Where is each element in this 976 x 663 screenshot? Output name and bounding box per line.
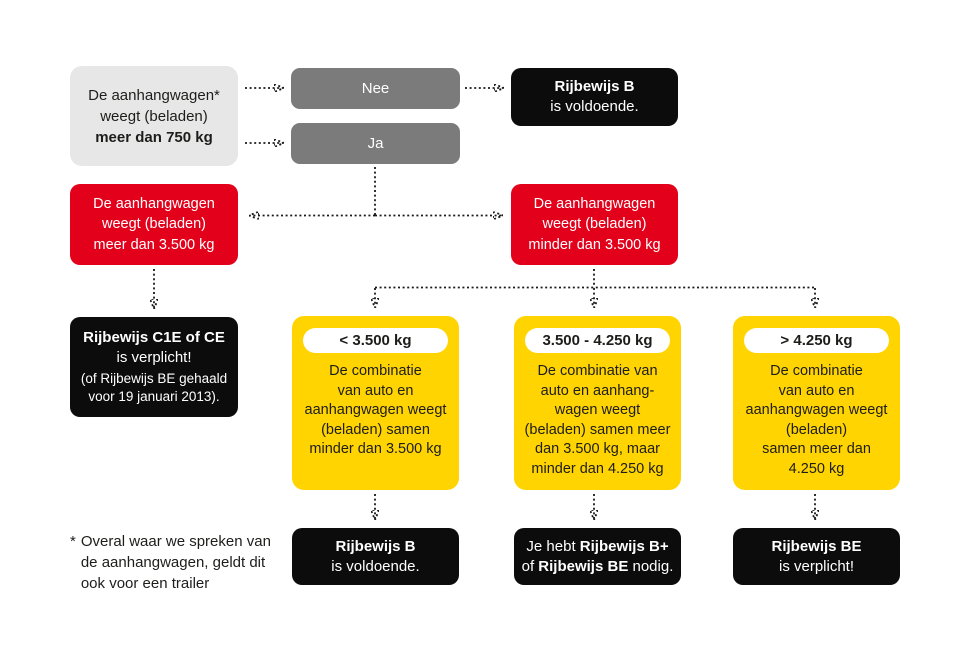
footnote-marker: * (70, 533, 76, 550)
outcome-rijbewijs-b-top: Rijbewijs B is voldoende. (511, 68, 678, 126)
start-line-3: meer dan 750 kg (95, 128, 213, 146)
outcome-be-text: is verplicht! (778, 557, 855, 575)
condition-lighter-3500-text: De aanhangwagen weegt (beladen) minder d… (528, 195, 661, 253)
outcome-c1e-note: (of Rijbewijs BE gehaald voor 19 januari… (80, 371, 228, 404)
branch-over-4250-body: De combinatie van auto en aanhangwagen w… (745, 363, 888, 477)
outcome-bplus-seg4: Rijbewijs BE (538, 557, 629, 575)
start-line-1: De aanhangwagen* (88, 86, 220, 104)
outcome-rijbewijs-be: Rijbewijs BE is verplicht! (733, 528, 900, 585)
outcome-bplus-seg2: Rijbewijs B+ (579, 537, 669, 555)
outcome-bplus-seg3: of (521, 557, 539, 575)
start-line-2: weegt (beladen) (100, 107, 208, 125)
outcome-b-text: is voldoende. (331, 557, 420, 575)
outcome-c1e-text: is verplicht! (116, 349, 192, 366)
footnote: * Overal waar we spreken van de aanhangw… (70, 531, 300, 594)
outcome-bplus-seg5: nodig. (628, 557, 674, 575)
answer-nee-label: Nee (361, 80, 390, 97)
outcome-c1e-title: Rijbewijs C1E of CE (83, 329, 225, 346)
condition-heavier-3500-text: De aanhangwagen weegt (beladen) meer dan… (93, 195, 215, 253)
condition-heavier-3500: De aanhangwagen weegt (beladen) meer dan… (70, 184, 238, 265)
outcome-be-title: Rijbewijs BE (771, 537, 862, 555)
answer-nee-box: Nee (291, 68, 460, 109)
condition-lighter-3500: De aanhangwagen weegt (beladen) minder d… (511, 184, 678, 265)
outcome-rijbewijs-c1e: Rijbewijs C1E of CE is verplicht! (of Ri… (70, 317, 238, 417)
branch-under-3500-body: De combinatie van auto en aanhangwagen w… (304, 363, 447, 457)
branch-under-3500-header: < 3.500 kg (303, 328, 448, 353)
outcome-rijbewijs-b-bottom: Rijbewijs B is voldoende. (292, 528, 459, 585)
footnote-text: Overal waar we spreken van de aanhangwag… (80, 533, 271, 592)
branch-3500-4250-header: 3.500 - 4.250 kg (525, 328, 670, 353)
branch-over-4250-header: > 4.250 kg (744, 328, 889, 353)
branch-over-4250: > 4.250 kg De combinatie van auto en aan… (733, 316, 900, 490)
answer-ja-box: Ja (291, 123, 460, 164)
start-condition-box: De aanhangwagen* weegt (beladen) meer da… (70, 66, 238, 166)
outcome-bplus-seg1: Je hebt (526, 537, 580, 555)
outcome-bplus-line-2: of Rijbewijs BE nodig. (522, 557, 674, 577)
outcome-rijbewijs-bplus: Je hebt Rijbewijs B+ of Rijbewijs BE nod… (514, 528, 681, 585)
outcome-top-title: Rijbewijs B (554, 78, 635, 95)
answer-ja-label: Ja (367, 135, 384, 152)
branch-3500-4250-body: De combinatie van auto en aanhang- wagen… (524, 363, 671, 477)
branch-3500-4250: 3.500 - 4.250 kg De combinatie van auto … (514, 316, 681, 490)
branch-under-3500: < 3.500 kg De combinatie van auto en aan… (292, 316, 459, 490)
outcome-b-title: Rijbewijs B (335, 537, 416, 555)
outcome-bplus-line-1: Je hebt Rijbewijs B+ (526, 537, 668, 557)
outcome-top-text: is voldoende. (550, 98, 639, 115)
